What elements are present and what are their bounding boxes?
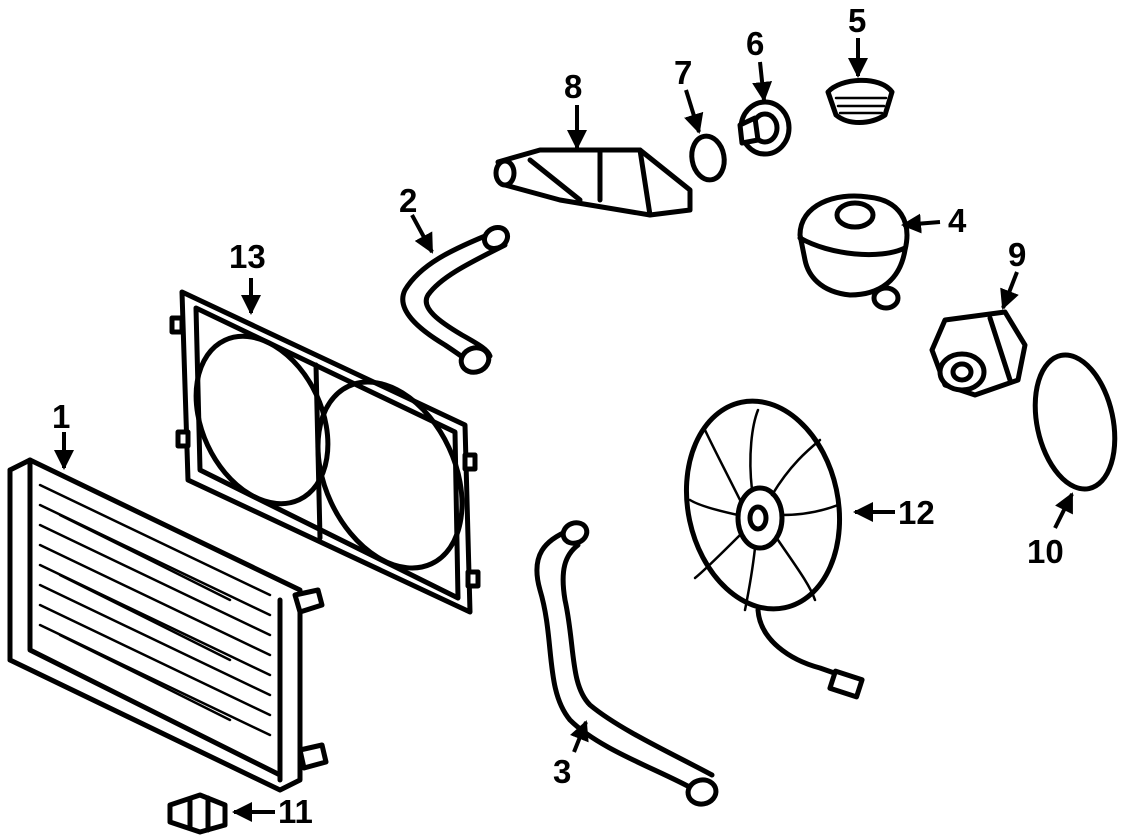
callout-11: 11 [278,793,313,830]
temperature-sensor [167,792,228,835]
coolant-flange [493,147,693,218]
callout-5: 5 [848,2,866,39]
pump-seal-ring [1032,352,1118,492]
reservoir-cap [825,77,895,125]
thermostat [737,99,792,157]
fan-shroud [169,289,481,615]
callout-3: 3 [553,753,571,790]
callout-7: 7 [674,54,692,91]
callout-10: 10 [1027,533,1064,570]
radiator [7,457,329,793]
water-pump [929,309,1028,398]
callout-13: 13 [229,238,266,275]
leader-lines [54,38,1074,822]
lower-radiator-hose [534,520,719,807]
callout-12: 12 [898,494,935,531]
callout-2: 2 [399,182,417,219]
callout-8: 8 [564,68,582,105]
upper-radiator-hose [400,224,511,375]
callout-1: 1 [52,398,70,435]
callout-4: 4 [948,202,967,239]
cooling-fan [683,398,865,700]
callout-9: 9 [1008,236,1026,273]
expansion-tank [797,193,910,311]
o-ring-gasket [689,133,727,183]
callout-6: 6 [746,25,764,62]
